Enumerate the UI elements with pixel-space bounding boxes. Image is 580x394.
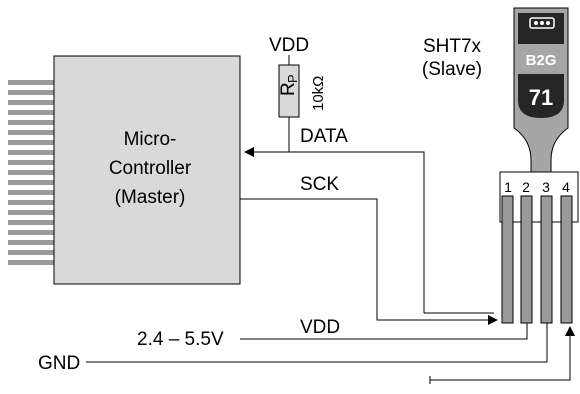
sensor-chip-code: B2G	[526, 52, 557, 69]
sck-wire	[240, 198, 498, 325]
pullup-vdd-label: VDD	[269, 35, 309, 56]
sensor-pin-3	[540, 195, 553, 324]
sensor-window-dot-3	[546, 21, 550, 25]
sensor-pin-3-label: 3	[542, 179, 550, 195]
sensor-pin-2	[520, 195, 533, 324]
sensor-chip-number: 71	[529, 85, 553, 110]
pin4-wire	[430, 326, 575, 381]
data-label: DATA	[300, 126, 348, 147]
sensor-pin-4-label: 4	[562, 179, 570, 195]
vdd-label: VDD	[300, 317, 340, 338]
sensor-pin-1	[501, 195, 514, 324]
mcu-label-line2: Controller	[109, 158, 192, 179]
gnd-label: GND	[38, 353, 80, 374]
resistor-subscript: P	[285, 74, 300, 83]
sensor-pin-2-label: 2	[522, 179, 530, 195]
sck-label: SCK	[300, 174, 339, 195]
mcu-left-pins	[8, 80, 55, 265]
gnd-wire	[86, 322, 548, 363]
resistor-value: 10kΩ	[310, 76, 327, 111]
sensor-role: (Slave)	[422, 59, 482, 80]
mcu-body	[53, 55, 241, 285]
sensor-code-badge	[518, 44, 564, 74]
resistor-value-group: 10kΩ	[310, 76, 327, 111]
sensor-window-dot-2	[540, 21, 544, 25]
sensor-pin-1-label: 1	[504, 179, 512, 195]
resistor-name-group: R P	[278, 74, 300, 96]
resistor-name: R	[278, 82, 299, 96]
data-wire	[244, 147, 425, 313]
mcu-label-line1: Micro-	[124, 129, 177, 150]
supply-range-label: 2.4 – 5.5V	[137, 329, 224, 350]
vdd-wire	[240, 322, 528, 340]
sensor-window-dot-1	[534, 21, 538, 25]
sensor-name: SHT7x	[423, 36, 482, 57]
sensor-pin-4	[560, 195, 573, 324]
mcu-label-line3: (Master)	[115, 187, 186, 208]
